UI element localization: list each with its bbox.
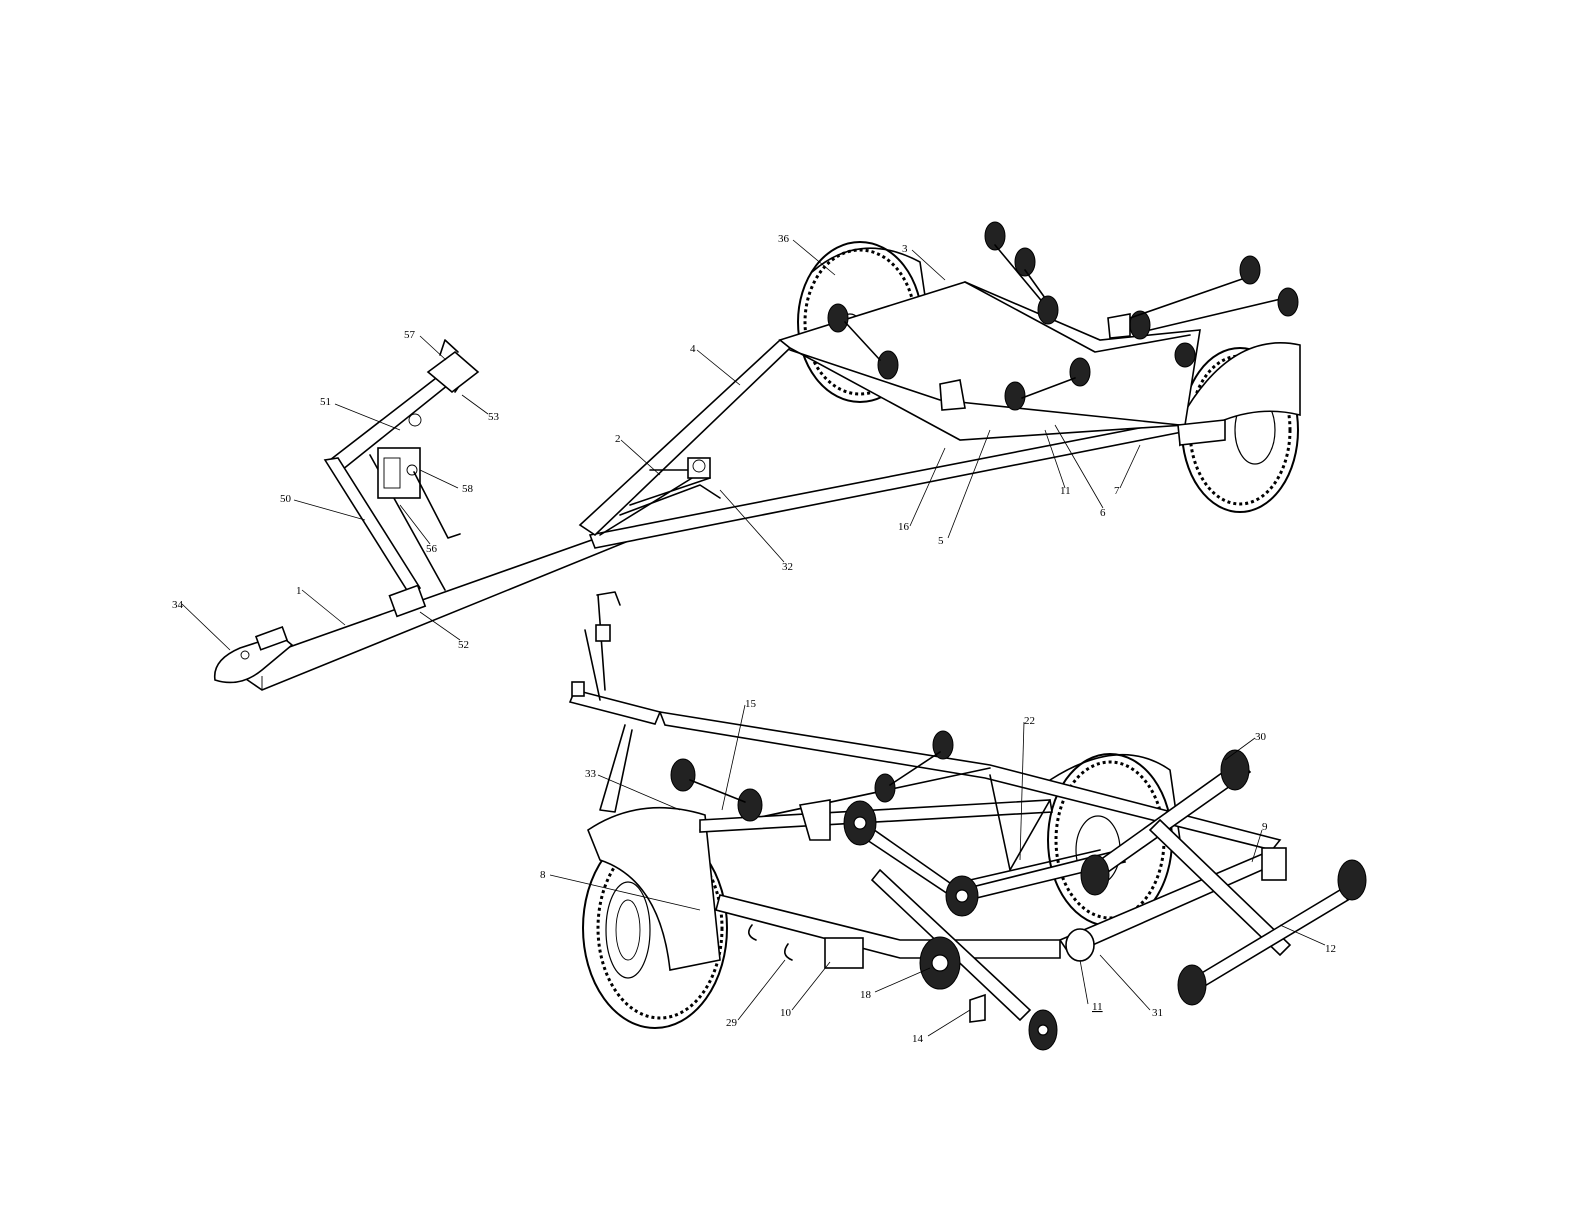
- label-6: 6: [1100, 507, 1106, 519]
- label-52: 52: [458, 639, 469, 651]
- label-53: 53: [488, 411, 500, 423]
- label-2: 2: [615, 433, 621, 445]
- label-57: 57: [404, 329, 416, 341]
- upper-rollers: [827, 221, 1299, 411]
- label-56: 56: [426, 543, 438, 555]
- label-51: 51: [320, 396, 331, 408]
- upper-leader-lines: [181, 239, 1141, 651]
- label-32: 32: [782, 561, 793, 573]
- winch-box: [377, 447, 461, 539]
- coupling: [213, 625, 294, 684]
- winch-head: [426, 339, 480, 394]
- label-8: 8: [540, 869, 546, 881]
- rear-frame-outer: [778, 281, 1201, 441]
- upper-part-labels: 36 3 57 51 53 4 58 50 2 56 16 11 7 5 6 3…: [172, 233, 1120, 651]
- label-30: 30: [1255, 731, 1267, 743]
- bow-stop-post: [687, 457, 711, 479]
- label-9: 9: [1262, 821, 1268, 833]
- lower-front-wheel: [582, 806, 728, 1029]
- lower-leader-lines: [549, 704, 1326, 1037]
- upper-right-wheel: [1179, 342, 1301, 513]
- label-12: 12: [1325, 943, 1336, 955]
- label-7: 7: [1114, 485, 1120, 497]
- lower-rollers: [670, 730, 1367, 1051]
- label-16: 16: [898, 521, 910, 533]
- label-15: 15: [745, 698, 757, 710]
- label-33: 33: [585, 768, 597, 780]
- lower-part-labels: 15 22 33 30 9 8 12 29 10 18 11 31 14: [540, 698, 1336, 1045]
- label-14: 14: [912, 1033, 924, 1045]
- label-11-lower: 11: [1092, 1001, 1103, 1013]
- label-5: 5: [938, 535, 944, 547]
- label-50: 50: [280, 493, 292, 505]
- upper-trailer-view: 36 3 57 51 53 4 58 50 2 56 16 11 7 5 6 3…: [172, 221, 1301, 691]
- lower-trailer-view: 15 22 33 30 9 8 12 29 10 18 11 31 14: [540, 591, 1367, 1051]
- lower-winch-stand: [571, 591, 621, 701]
- label-1: 1: [296, 585, 302, 597]
- label-4: 4: [690, 343, 696, 355]
- label-29: 29: [726, 1017, 738, 1029]
- lower-drawbar: [568, 689, 662, 725]
- label-11: 11: [1060, 485, 1071, 497]
- label-34: 34: [172, 599, 184, 611]
- label-22: 22: [1024, 715, 1035, 727]
- label-36: 36: [778, 233, 790, 245]
- label-58: 58: [462, 483, 474, 495]
- label-31: 31: [1152, 1007, 1163, 1019]
- label-18: 18: [860, 989, 872, 1001]
- label-10: 10: [780, 1007, 792, 1019]
- label-3: 3: [902, 243, 908, 255]
